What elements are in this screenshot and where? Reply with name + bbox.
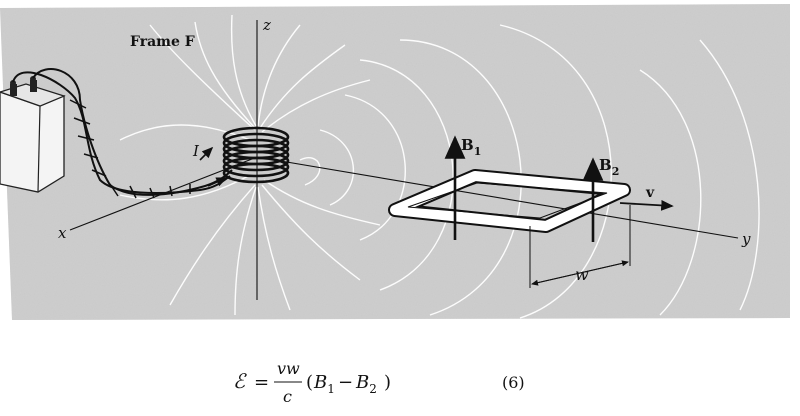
current-arrow <box>199 146 228 187</box>
solenoid-coil <box>222 126 290 184</box>
battery <box>0 76 66 193</box>
width-label: w <box>575 265 589 284</box>
close-paren: ) <box>384 372 391 393</box>
field-lines <box>119 14 760 319</box>
equals-sign: = <box>254 372 269 393</box>
b2-label: B2 <box>599 156 619 178</box>
fraction-numerator: vw <box>277 359 300 378</box>
open-paren: ( <box>306 372 313 393</box>
b2-term: B2 <box>355 372 377 396</box>
velocity-label: v <box>645 185 655 201</box>
width-dimension <box>529 205 631 288</box>
velocity-arrow <box>619 199 674 211</box>
battery-terminal-right <box>30 80 37 92</box>
b1-label: B1 <box>461 136 481 158</box>
background-panel <box>0 4 790 320</box>
emf-symbol: ℰ <box>233 369 247 393</box>
b1-term: B1 <box>313 372 335 396</box>
fraction-denominator: c <box>283 387 292 406</box>
equation-number: (6) <box>502 373 525 392</box>
y-axis-label: y <box>741 230 751 248</box>
induction-diagram: Frame F z y x I B1 B2 v w <box>0 4 790 320</box>
emf-equation: ℰ = vw c ( B1 − B2 ) (6) <box>233 359 525 406</box>
current-label: I <box>192 142 200 160</box>
z-axis-label: z <box>262 16 271 34</box>
y-axis <box>256 156 739 239</box>
minus-sign: − <box>338 372 353 393</box>
x-axis-label: x <box>58 224 67 242</box>
battery-terminal-left <box>10 84 17 96</box>
frame-label: Frame F <box>130 34 195 50</box>
